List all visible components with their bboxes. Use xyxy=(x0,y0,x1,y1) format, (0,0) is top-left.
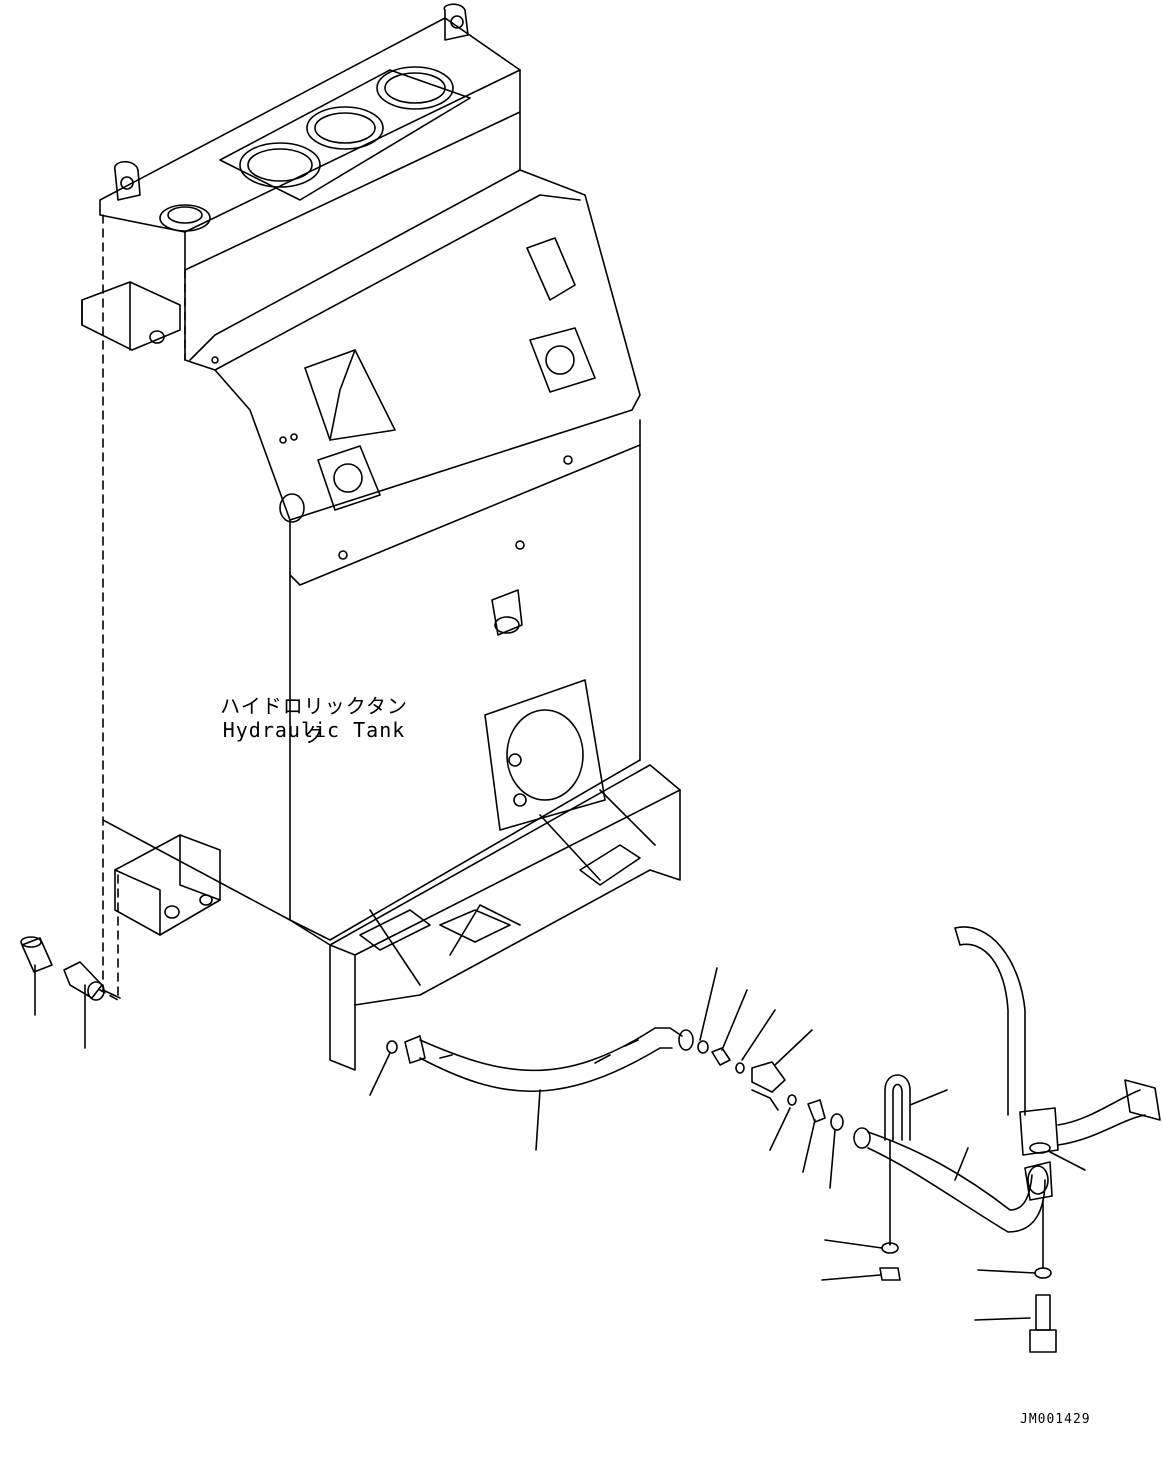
u-bolt xyxy=(885,1075,910,1140)
top-port-2 xyxy=(307,107,383,149)
top-port-1 xyxy=(240,143,320,187)
tank-base-frame xyxy=(290,920,355,1070)
middle-fittings xyxy=(698,968,843,1188)
tank-label-japanese: ハイドロリックタンク xyxy=(220,694,408,747)
main-hose xyxy=(370,1028,693,1150)
document-code: JM001429 xyxy=(1020,1412,1091,1427)
tank-side-block xyxy=(115,835,220,935)
lifting-eye-top xyxy=(444,4,468,40)
tank-top-plate xyxy=(100,18,520,270)
tank-front-panel xyxy=(190,170,640,585)
cap-part xyxy=(21,937,52,972)
lifting-eye-left xyxy=(115,162,140,200)
bolt xyxy=(1036,1295,1050,1330)
hydraulic-tank xyxy=(82,4,680,1070)
left-fittings xyxy=(21,937,104,1048)
connector-part xyxy=(64,962,104,1000)
tank-flange-plate xyxy=(485,680,605,830)
filler-cap xyxy=(160,205,210,231)
tank-label-english: Hydraulic Tank xyxy=(222,718,406,742)
top-port-3 xyxy=(377,67,453,109)
right-pipe-assembly xyxy=(822,927,1160,1352)
o-ring-1 xyxy=(387,1041,397,1053)
